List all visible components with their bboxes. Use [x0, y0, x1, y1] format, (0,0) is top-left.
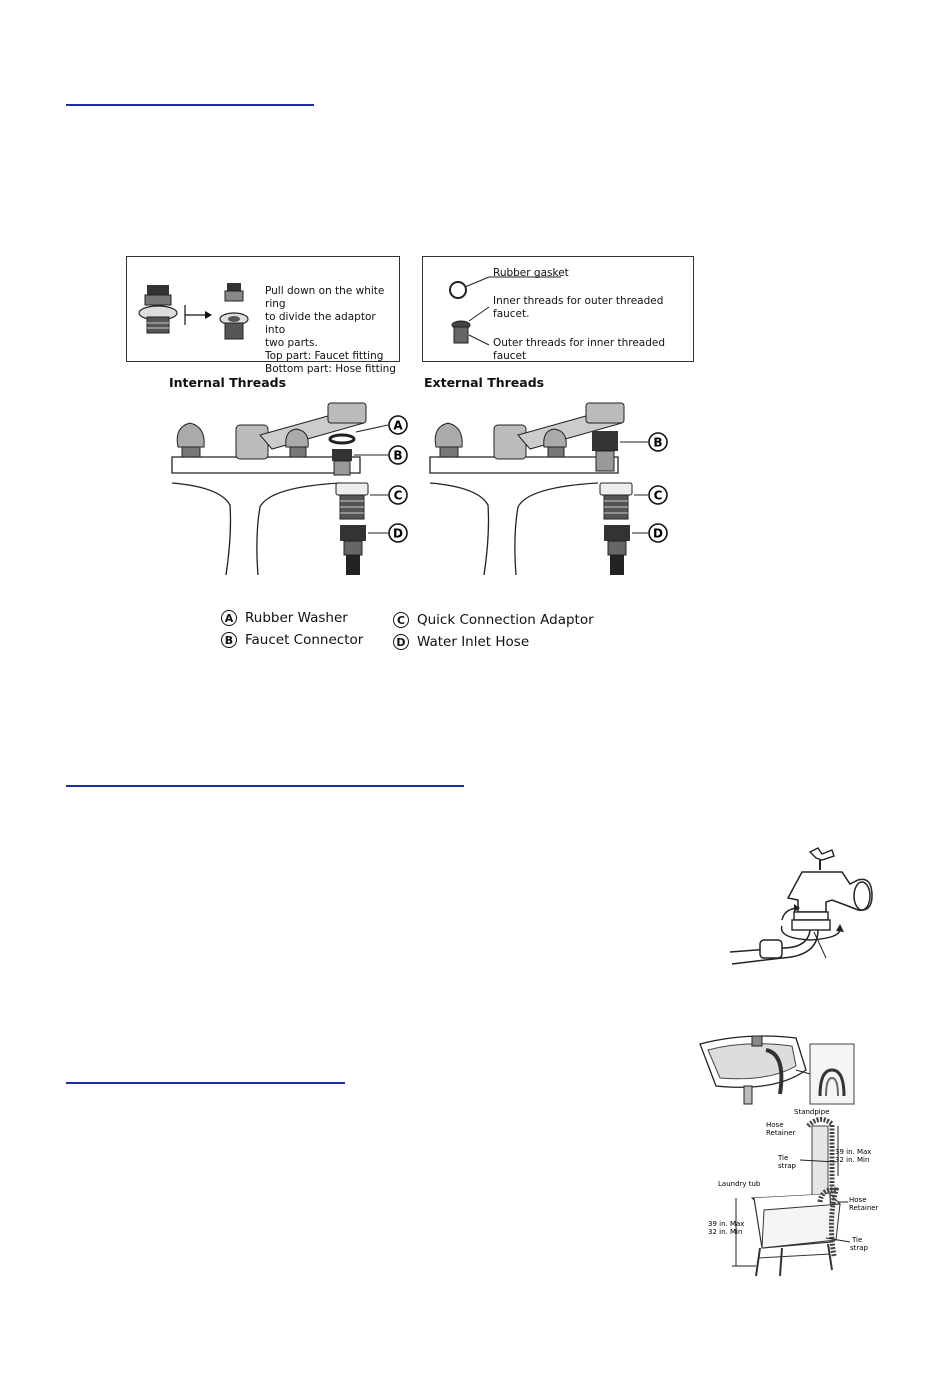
legend-label-c: Quick Connection Adaptor	[417, 612, 594, 628]
callout-c-left: C	[388, 485, 408, 505]
standpipe-max-label: 39 in. Max	[835, 1148, 871, 1156]
drain-hose-illustration: Standpipe Hose Retainer Tie strap 39 in.…	[699, 1035, 879, 1277]
adaptor-instruction-box: Pull down on the white ring to divide th…	[126, 256, 400, 375]
gasket-label: Rubber gasket	[493, 267, 569, 279]
callout-a-text: A	[393, 419, 403, 433]
legend-letter-d: D	[393, 634, 409, 650]
legend-item-d: D Water Inlet Hose	[393, 634, 529, 650]
adaptor-line-4: Top part: Faucet fitting	[265, 350, 384, 362]
threads-info-box: Rubber gasket Inner threads for outer th…	[422, 256, 694, 362]
internal-threads-heading: Internal Threads	[169, 375, 287, 390]
callout-d-right-text: D	[653, 527, 663, 541]
callout-b-text: B	[393, 449, 402, 463]
section-link-underline-2[interactable]	[66, 785, 464, 787]
laundry-tub-label: Laundry tub	[718, 1180, 761, 1188]
legend-item-a: A Rubber Washer	[221, 610, 348, 626]
legend-label-d: Water Inlet Hose	[417, 634, 530, 650]
callout-c-text: C	[394, 489, 403, 503]
tie-label-2: strap	[778, 1162, 797, 1170]
sink-drawing	[699, 1035, 855, 1105]
standpipe-drawing: Standpipe Hose Retainer Tie strap 39 in.…	[766, 1108, 871, 1203]
legend-label-a: Rubber Washer	[245, 610, 348, 626]
tub-tie-2: strap	[850, 1244, 869, 1252]
standpipe-label: Standpipe	[794, 1108, 830, 1116]
external-threads-heading: External Threads	[424, 375, 545, 390]
legend-item-b: B Faucet Connector	[221, 632, 363, 648]
tub-max-label: 39 in. Max	[708, 1220, 744, 1228]
tub-tie-1: Tie	[851, 1236, 862, 1244]
tub-hose-retainer-1: Hose	[849, 1196, 867, 1204]
external-faucet-drawing	[429, 402, 648, 576]
tub-min-label: 32 in. Min	[708, 1228, 742, 1236]
callout-b-left: B	[388, 445, 408, 465]
section-link-underline-3[interactable]	[66, 1082, 345, 1084]
internal-faucet-drawing	[171, 402, 389, 576]
adaptor-line-3: two parts.	[265, 337, 318, 349]
section-link-underline-1[interactable]	[66, 104, 314, 106]
adaptor-illustration	[138, 283, 249, 340]
hose-retainer-label-2: Retainer	[766, 1129, 796, 1137]
legend-label-b: Faucet Connector	[245, 632, 364, 648]
adaptor-instructions: Pull down on the white ring to divide th…	[265, 285, 397, 376]
outer-threads-label: Outer threads for inner threaded faucet	[493, 337, 666, 362]
tub-hose-retainer-2: Retainer	[849, 1204, 879, 1212]
callout-b-right-text: B	[653, 436, 662, 450]
adaptor-line-1: Pull down on the white ring	[265, 285, 385, 310]
tap-hose-illustration	[729, 847, 873, 965]
callout-d-text: D	[393, 527, 403, 541]
legend-letter-a: A	[221, 610, 237, 626]
legend-letter-c: C	[393, 612, 409, 628]
legend-letter-b: B	[221, 632, 237, 648]
hose-retainer-label-1: Hose	[766, 1121, 784, 1129]
callout-d-left: D	[388, 523, 408, 543]
callout-c-right: C	[648, 485, 668, 505]
callout-a-left: A	[388, 415, 408, 435]
legend-item-c: C Quick Connection Adaptor	[393, 612, 594, 628]
callout-d-right: D	[648, 523, 668, 543]
adaptor-line-5: Bottom part: Hose fitting	[265, 363, 396, 375]
faucet-diagram: A B C D B C D	[171, 402, 668, 576]
inner-threads-label: Inner threads for outer threaded faucet.	[493, 295, 664, 320]
callout-b-right: B	[648, 432, 668, 452]
adaptor-line-2: to divide the adaptor into	[265, 311, 376, 336]
laundry-tub-drawing: Laundry tub 39 in. Max 32 in. Min Hose R…	[708, 1180, 879, 1277]
tie-label-1: Tie	[777, 1154, 788, 1162]
threads-illustration	[449, 276, 561, 346]
callout-c-right-text: C	[654, 489, 663, 503]
standpipe-min-label: 32 in. Min	[835, 1156, 869, 1164]
